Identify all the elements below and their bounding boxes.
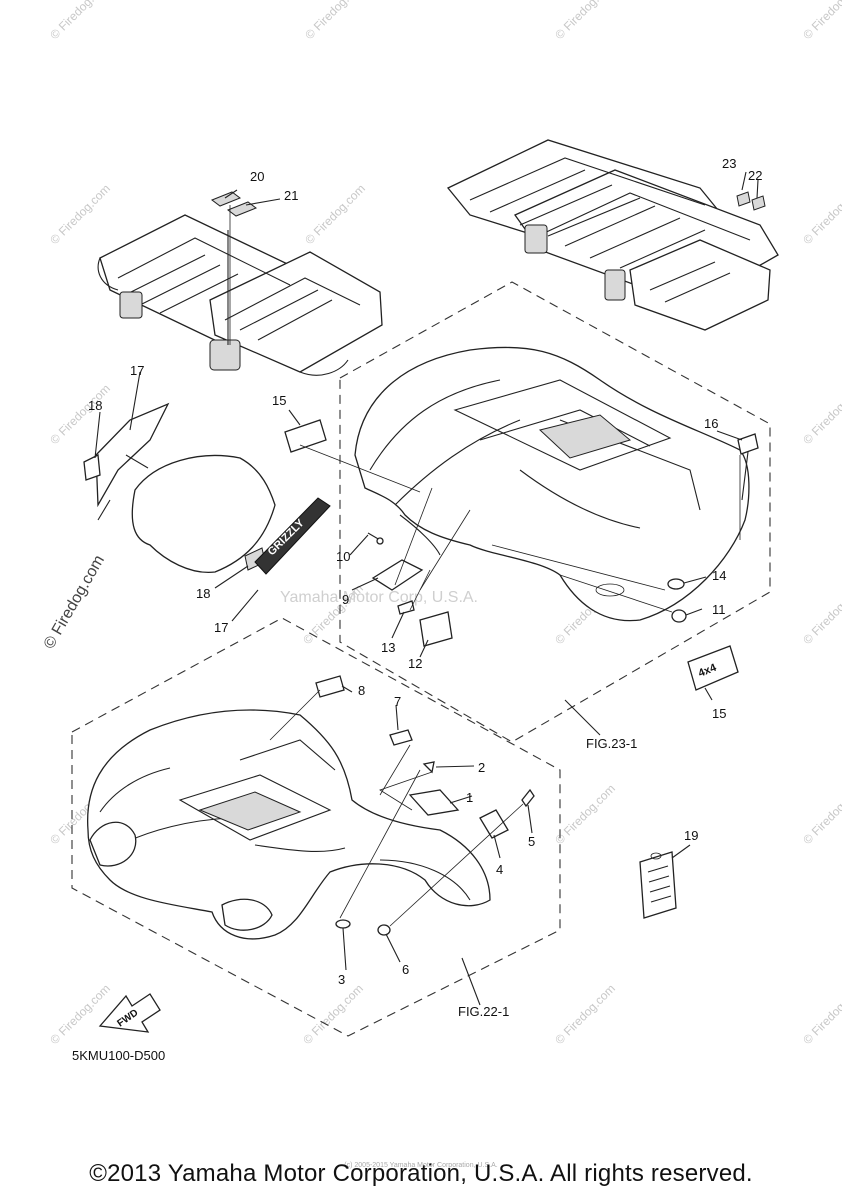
callout-7[interactable]: 7 [394, 694, 401, 709]
watermark: © Firedog.com [302, 0, 368, 42]
watermark: © Firedog.com [47, 181, 113, 247]
fwd-arrow: FWD [98, 993, 161, 1033]
diagram-code: 5KMU100-D500 [72, 1048, 165, 1063]
part-19-tag [639, 851, 677, 919]
callout-3[interactable]: 3 [338, 972, 345, 987]
watermark: © Firedog.com [552, 0, 618, 42]
watermark: © Firedog.com [47, 981, 113, 1047]
fig-ref-front[interactable]: FIG.22-1 [458, 1004, 509, 1019]
part-21-decal [226, 201, 258, 217]
callout-12[interactable]: 12 [408, 656, 422, 671]
part-10-pin-head [376, 537, 384, 545]
small-copyright: (c) 2005-2015 Yamaha Motor Corporation, … [344, 1162, 498, 1169]
front-fender-boundary [71, 617, 561, 1037]
callout-18-lower[interactable]: 18 [196, 586, 210, 601]
part-9-plate [371, 559, 424, 591]
rear-carrier-rack [446, 139, 779, 331]
part-23-decal [736, 191, 751, 207]
callout-23[interactable]: 23 [722, 156, 736, 171]
part-15-label [284, 419, 327, 453]
watermark: © Firedog.com [552, 781, 618, 847]
watermark-large: © Firedog.com [41, 552, 108, 652]
callout-10[interactable]: 10 [336, 549, 350, 564]
callout-22[interactable]: 22 [748, 168, 762, 183]
watermark: © Firedog.com [302, 181, 368, 247]
watermark: © Firedog.com [47, 381, 113, 447]
part-2-rivet [422, 761, 435, 774]
callout-5[interactable]: 5 [528, 834, 535, 849]
fig-ref-rear[interactable]: FIG.23-1 [586, 736, 637, 751]
callout-9[interactable]: 9 [342, 592, 349, 607]
small-parts: GRIZZLY 4x4 [83, 191, 766, 936]
part-8-label [315, 675, 345, 698]
callout-11[interactable]: 11 [712, 602, 726, 617]
part-18-decal [83, 453, 101, 481]
part-3-washer [335, 919, 351, 929]
part-12-plate [419, 611, 453, 647]
watermark: © Firedog.com [552, 981, 618, 1047]
part-15-badge [687, 645, 739, 691]
part-6-nut [377, 924, 391, 936]
side-cover [131, 454, 276, 574]
callout-6[interactable]: 6 [402, 962, 409, 977]
callout-21[interactable]: 21 [284, 188, 298, 203]
part-17-decal [95, 402, 170, 508]
part-17-emblem [254, 497, 331, 575]
part-5-rivet [521, 788, 535, 808]
callout-15-lower[interactable]: 15 [712, 706, 726, 721]
callout-16[interactable]: 16 [704, 416, 718, 431]
watermark-yamaha: Yamaha Motor Corp, U.S.A. [280, 589, 478, 606]
watermark: © Firedog.com [47, 0, 113, 42]
watermark: © Firedog.com [800, 581, 842, 647]
leader-lines [94, 171, 759, 1006]
callout-8[interactable]: 8 [358, 683, 365, 698]
watermark: © Firedog.com [800, 181, 842, 247]
callout-14[interactable]: 14 [712, 568, 726, 583]
rear-fender [354, 346, 750, 622]
part-16-label [737, 433, 759, 455]
part-14-washer [667, 578, 685, 590]
watermark: © Firedog.com [800, 981, 842, 1047]
callout-17-lower[interactable]: 17 [214, 620, 228, 635]
callout-20[interactable]: 20 [250, 169, 264, 184]
callout-2[interactable]: 2 [478, 760, 485, 775]
callout-17-upper[interactable]: 17 [130, 363, 144, 378]
front-carrier-rack [97, 214, 383, 376]
watermark: © Firedog.com [800, 381, 842, 447]
part-1-plate [408, 789, 460, 816]
callout-18-upper[interactable]: 18 [88, 398, 102, 413]
part-22-decal [751, 195, 766, 211]
watermark: © Firedog.com [300, 981, 366, 1047]
callout-13[interactable]: 13 [381, 640, 395, 655]
part-11-nut [671, 609, 687, 623]
callout-15-upper[interactable]: 15 [272, 393, 286, 408]
watermark: © Firedog.com [800, 0, 842, 42]
callout-4[interactable]: 4 [496, 862, 503, 877]
part-20-decal [210, 191, 242, 207]
part-4-plate [479, 809, 509, 839]
copyright-notice: ©2013 Yamaha Motor Corporation, U.S.A. A… [89, 1160, 753, 1187]
callouts: 20 21 23 22 15 16 17 18 18 17 10 9 13 12… [88, 156, 762, 987]
watermark: © Firedog.com [800, 781, 842, 847]
callout-19[interactable]: 19 [684, 828, 698, 843]
part-7-label [389, 729, 413, 746]
part-13-pin [397, 600, 415, 615]
front-fender [86, 709, 491, 940]
rear-fender-boundary [339, 281, 771, 743]
callout-1[interactable]: 1 [466, 790, 473, 805]
